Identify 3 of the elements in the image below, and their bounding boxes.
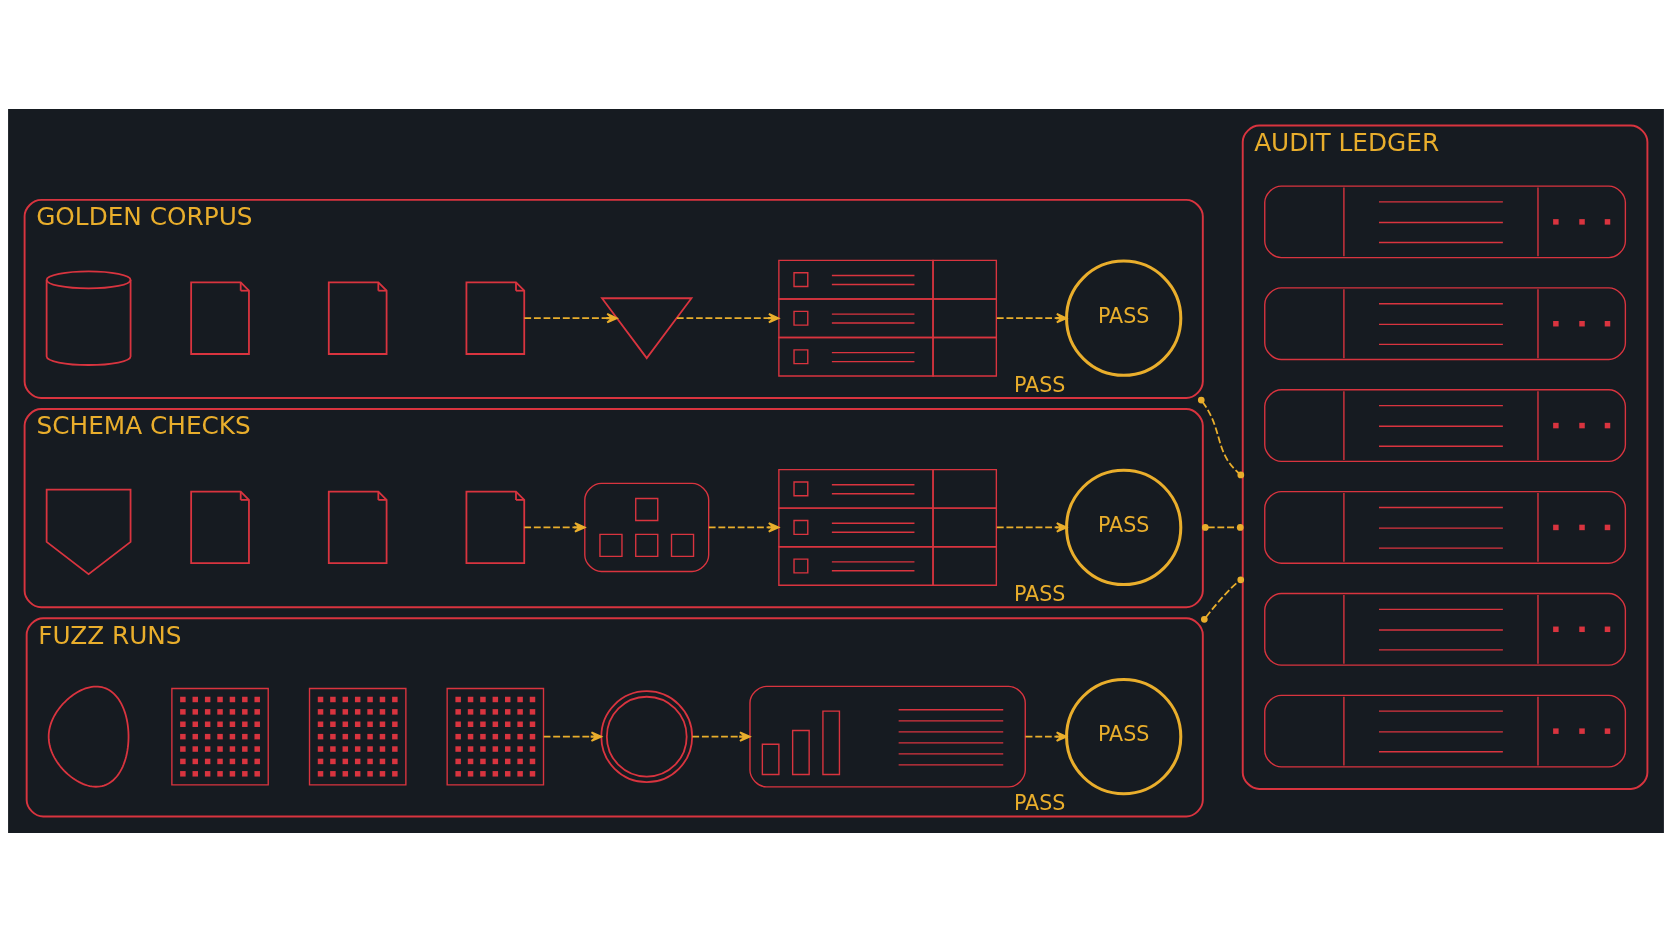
node-label: PASS	[1014, 581, 1066, 606]
node-label: PASS	[1014, 372, 1066, 397]
node-label: PASS	[1014, 790, 1066, 815]
